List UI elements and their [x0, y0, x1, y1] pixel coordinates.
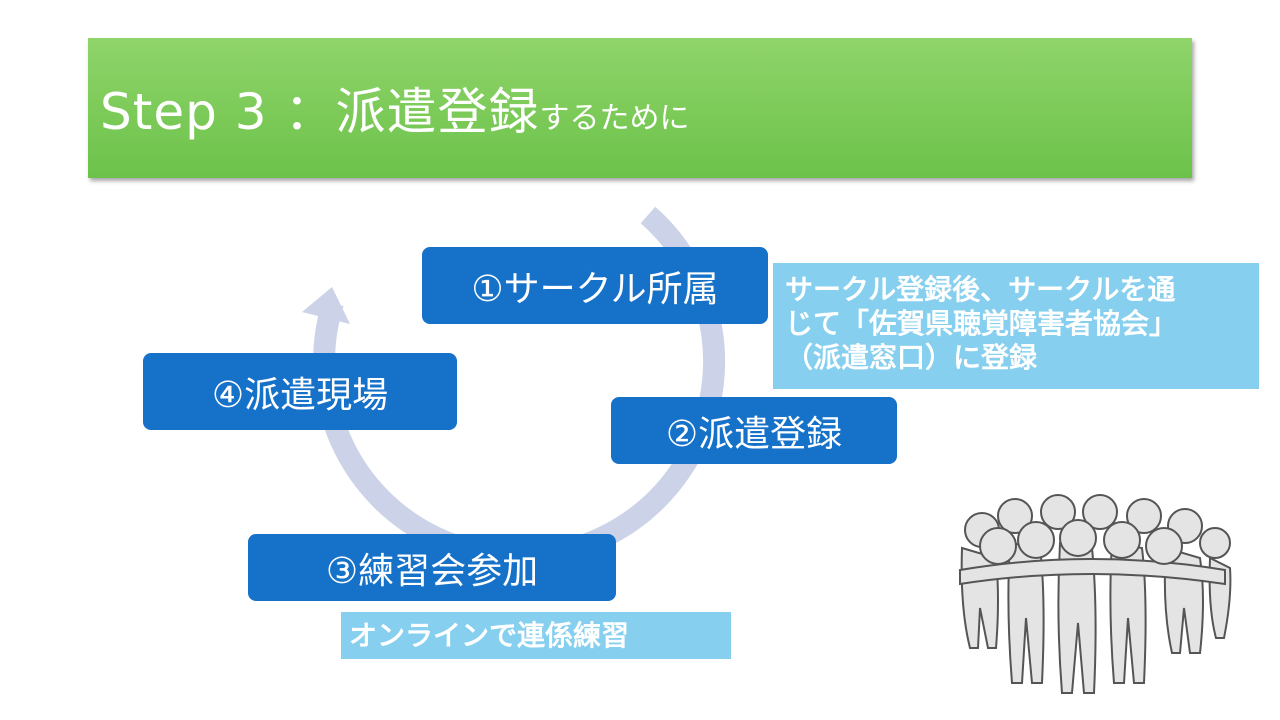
title-main: Step 3 ：派遣登録: [100, 83, 540, 141]
registration-note-line: じて「佐賀県聴覚障害者協会」: [785, 307, 1178, 340]
huddle-people-icon: [959, 494, 1232, 694]
step-dispatch-site: ④派遣現場: [143, 353, 457, 430]
step-practice-session: ③練習会参加: [248, 534, 616, 601]
step-dispatch-registration: ②派遣登録: [611, 397, 897, 464]
step-circle-membership: ①サークル所属: [422, 247, 768, 324]
title-suffix: するために: [539, 101, 690, 136]
online-practice-note: オンラインで連係練習: [341, 612, 731, 659]
registration-note-line: サークル登録後、サークルを通: [785, 273, 1176, 306]
registration-note-line: （派遣窓口）に登録: [785, 341, 1038, 374]
slide-title: Step 3 ：派遣登録 するために: [88, 38, 1192, 178]
registration-note: サークル登録後、サークルを通 じて「佐賀県聴覚障害者協会」 （派遣窓口）に登録: [773, 263, 1259, 389]
